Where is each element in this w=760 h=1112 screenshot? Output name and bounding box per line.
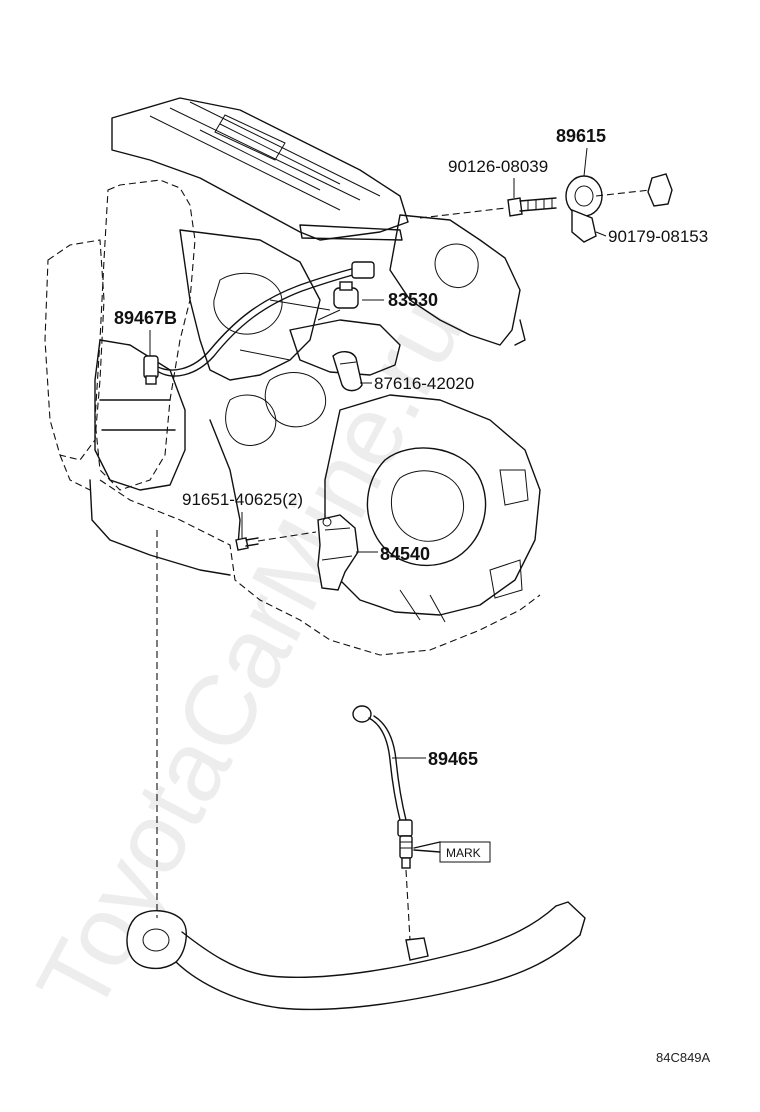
callout-91651-40625: 91651-40625(2) [182,490,303,509]
callout-89615: 89615 [556,126,606,146]
watermark-text: ToyotaCarMine.ru [16,281,485,1030]
neutral-switch-84540-drawing [235,514,359,591]
engine-assembly-drawing [44,97,541,656]
oxygen-sensor-89467b-drawing [143,261,375,385]
mark-box [439,841,491,863]
diagram-reference-code: 84C849A [656,1050,711,1065]
knock-sensor-89615-drawing [419,173,673,243]
callout-87616-42020: 87616-42020 [374,374,474,393]
callout-90126-08039: 90126-08039 [448,157,548,176]
callout-89467b: 89467B [114,308,177,328]
callout-83530: 83530 [388,290,438,310]
leader-lines [149,147,607,853]
clamp-87616-drawing [332,351,363,392]
callout-90179-08153: 90179-08153 [608,227,708,246]
oxygen-sensor-89465-drawing [352,705,413,941]
mark-label: MARK [446,846,481,860]
callout-89465: 89465 [428,749,478,769]
callout-84540: 84540 [380,544,430,564]
exhaust-pipe-drawing [126,530,586,1011]
sensor-83530-drawing [317,281,359,321]
